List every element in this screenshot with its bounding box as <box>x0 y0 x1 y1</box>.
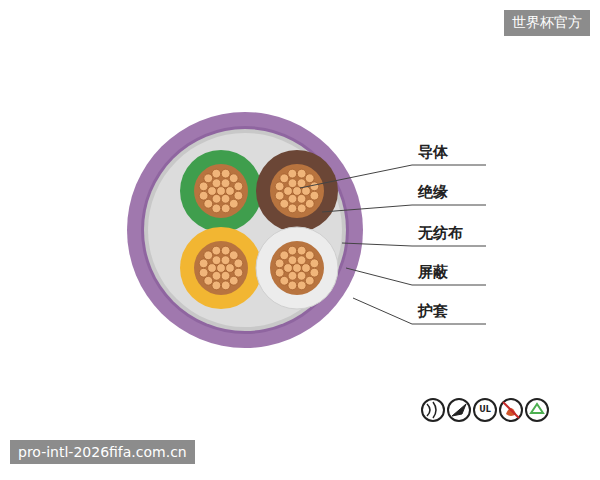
strand <box>310 191 319 200</box>
strand <box>275 191 284 200</box>
strand <box>297 246 306 255</box>
strand <box>288 204 297 213</box>
strand <box>204 174 213 183</box>
cert-mark: UL <box>479 406 491 414</box>
cert-icons <box>422 399 548 421</box>
strand <box>288 271 297 280</box>
strand <box>310 182 319 191</box>
strand <box>226 264 235 273</box>
strand <box>288 246 297 255</box>
part-label: 导体 <box>418 143 448 162</box>
strand <box>305 276 314 285</box>
strand <box>280 251 289 260</box>
strand <box>288 169 297 178</box>
insulation-green <box>180 150 262 232</box>
strand <box>280 199 289 208</box>
strand <box>302 264 311 273</box>
conductor <box>270 241 324 295</box>
strand <box>204 199 213 208</box>
strand <box>229 174 238 183</box>
strand <box>297 281 306 290</box>
strand <box>212 271 221 280</box>
part-label: 护套 <box>418 302 448 321</box>
strand <box>297 256 306 265</box>
watermark: 世界杯官方 <box>504 10 590 36</box>
strand <box>310 268 319 277</box>
insulation-white <box>256 227 338 309</box>
strand <box>221 271 230 280</box>
part-label: 屏蔽 <box>418 263 448 282</box>
conductor <box>270 164 324 218</box>
strand <box>297 194 306 203</box>
strand <box>288 194 297 203</box>
strand <box>221 256 230 265</box>
strand <box>305 199 314 208</box>
strand <box>199 182 208 191</box>
strand <box>305 251 314 260</box>
strand <box>302 187 311 196</box>
insulation-brown <box>256 150 338 232</box>
strand <box>199 191 208 200</box>
strand <box>297 271 306 280</box>
strand <box>199 259 208 268</box>
strand <box>297 179 306 188</box>
strand <box>212 204 221 213</box>
strand <box>288 179 297 188</box>
strand <box>234 268 243 277</box>
strand <box>217 264 226 273</box>
part-label: 无纺布 <box>418 224 463 243</box>
strand <box>293 264 302 273</box>
strand <box>208 187 217 196</box>
strand <box>212 179 221 188</box>
strand <box>221 179 230 188</box>
strand <box>275 259 284 268</box>
strand <box>212 256 221 265</box>
watermark: pro-intl-2026fifa.com.cn <box>10 440 195 464</box>
strand <box>288 281 297 290</box>
part-label: 绝缘 <box>418 183 448 202</box>
strand <box>229 276 238 285</box>
strand <box>229 199 238 208</box>
strand <box>234 182 243 191</box>
strand <box>208 264 217 273</box>
strand <box>199 268 208 277</box>
strand <box>234 259 243 268</box>
conductor <box>194 164 248 218</box>
jacket-inner-edge <box>141 126 349 334</box>
strand <box>212 194 221 203</box>
strand <box>310 259 319 268</box>
strand <box>284 264 293 273</box>
strand <box>280 276 289 285</box>
strand <box>297 204 306 213</box>
strand <box>284 187 293 196</box>
leader-lines <box>300 165 486 324</box>
strand <box>221 194 230 203</box>
conductor <box>194 241 248 295</box>
strand <box>234 191 243 200</box>
strand <box>221 281 230 290</box>
non-woven <box>148 133 342 327</box>
strand <box>305 174 314 183</box>
strand <box>229 251 238 260</box>
strand <box>280 174 289 183</box>
strand <box>217 187 226 196</box>
strand <box>212 281 221 290</box>
strand <box>204 276 213 285</box>
insulation-yellow <box>180 227 262 309</box>
strand <box>288 256 297 265</box>
strand <box>204 251 213 260</box>
strand <box>275 268 284 277</box>
conductors <box>194 164 324 295</box>
strand <box>221 246 230 255</box>
shield <box>144 129 346 331</box>
strand <box>212 169 221 178</box>
strand <box>226 187 235 196</box>
strand <box>212 246 221 255</box>
strand <box>221 204 230 213</box>
strand <box>221 169 230 178</box>
jacket <box>127 112 363 348</box>
strand <box>275 182 284 191</box>
strand <box>297 169 306 178</box>
